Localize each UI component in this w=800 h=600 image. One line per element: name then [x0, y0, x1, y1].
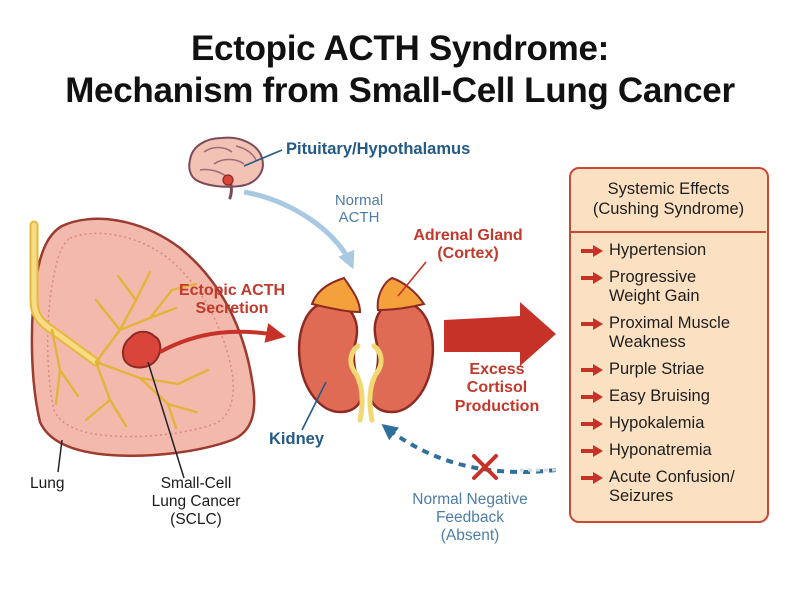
- effect-line-1: Hyponatremia: [609, 441, 712, 459]
- negative-feedback-label: Normal Negative Feedback (Absent): [402, 491, 538, 544]
- effect-line-1: Progressive: [609, 268, 697, 286]
- effect-line-2: Seizures: [609, 487, 674, 505]
- arrow-right-icon: [581, 472, 603, 484]
- excess-cortisol-label: Excess Cortisol Production: [448, 361, 546, 416]
- excess-line-2: Cortisol: [466, 379, 528, 397]
- normal-acth-arrow: [243, 189, 355, 270]
- normal-acth-line-1: Normal: [334, 192, 384, 209]
- effect-text: Hypokalemia: [609, 414, 763, 433]
- effect-item-2: Progressive Weight Gain: [581, 268, 763, 306]
- effect-item-6: Hypokalemia: [581, 414, 763, 433]
- adrenal-gland-label: Adrenal Gland (Cortex): [407, 227, 529, 264]
- effect-item-1: Hypertension: [581, 241, 763, 260]
- effect-line-1: Easy Bruising: [609, 387, 710, 405]
- right-adrenal-gland: [376, 276, 426, 312]
- arrow-right-icon: [581, 418, 603, 430]
- sclc-label: Small-Cell Lung Cancer (SCLC): [146, 475, 246, 528]
- kidney-label: Kidney: [269, 430, 325, 448]
- normal-acth-line-2: ACTH: [338, 209, 380, 227]
- effect-text: Acute Confusion/ Seizures: [609, 468, 763, 506]
- effects-divider: [571, 231, 766, 233]
- effects-title-line-2: (Cushing Syndrome): [592, 200, 745, 218]
- systemic-effects-title: Systemic Effects (Cushing Syndrome): [571, 179, 766, 219]
- adrenal-line-2: (Cortex): [437, 245, 499, 263]
- sclc-line-3: (SCLC): [170, 510, 222, 528]
- arrow-right-icon: [581, 318, 603, 330]
- effect-item-5: Easy Bruising: [581, 387, 763, 406]
- effect-text: Hypertension: [609, 241, 763, 260]
- effect-line-1: Purple Striae: [609, 360, 705, 378]
- pituitary-label: Pituitary/Hypothalamus: [286, 140, 471, 158]
- arrow-right-icon: [581, 391, 603, 403]
- left-kidney: [297, 300, 365, 423]
- effect-line-1: Hypertension: [609, 241, 707, 259]
- diagram-title: Ectopic ACTH Syndrome: Mechanism from Sm…: [0, 28, 800, 112]
- sclc-leader-line: [147, 361, 185, 479]
- lung-illustration: [29, 217, 256, 458]
- effect-text: Easy Bruising: [609, 387, 763, 406]
- feedback-line-3: (Absent): [440, 526, 500, 544]
- effect-item-8: Acute Confusion/ Seizures: [581, 468, 763, 506]
- ectopic-acth-label: Ectopic ACTH Secretion: [170, 282, 294, 319]
- effect-text: Hyponatremia: [609, 441, 763, 460]
- excess-line-3: Production: [454, 397, 540, 415]
- arrow-right-icon: [581, 445, 603, 457]
- excess-cortisol-arrow: [444, 302, 556, 366]
- effect-line-1: Proximal Muscle: [609, 314, 731, 332]
- lung-label: Lung: [30, 475, 65, 492]
- adrenal-leader-line: [397, 261, 427, 297]
- effect-line-1: Acute Confusion/: [609, 468, 735, 486]
- effect-item-7: Hyponatremia: [581, 441, 763, 460]
- brain-icon: [188, 136, 264, 200]
- negative-feedback-arrow: [381, 424, 557, 474]
- effects-title-line-1: Systemic Effects: [607, 180, 730, 198]
- kidney-leader-line: [301, 381, 327, 431]
- right-kidney: [367, 300, 435, 423]
- feedback-line-1: Normal Negative: [412, 491, 528, 508]
- systemic-effects-box: Systemic Effects (Cushing Syndrome) Hype…: [569, 167, 769, 523]
- lung-leader-line: [57, 439, 63, 473]
- ectopic-acth-arrow: [159, 323, 286, 354]
- ectopic-line-2: Secretion: [195, 300, 269, 318]
- effect-line-2: Weight Gain: [609, 287, 700, 305]
- blocked-x-icon: [472, 454, 498, 480]
- effect-line-1: Hypokalemia: [609, 414, 705, 432]
- excess-line-1: Excess: [469, 361, 525, 378]
- adrenal-line-1: Adrenal Gland: [413, 227, 523, 244]
- sclc-line-2: Lung Cancer: [151, 492, 241, 510]
- effect-line-2: Weakness: [609, 333, 686, 351]
- arrow-right-icon: [581, 272, 603, 284]
- title-line-1: Ectopic ACTH Syndrome:: [191, 29, 609, 68]
- effect-text: Proximal Muscle Weakness: [609, 314, 763, 352]
- feedback-line-2: Feedback: [435, 508, 505, 526]
- normal-acth-label: Normal ACTH: [331, 192, 387, 227]
- left-adrenal-gland: [310, 276, 362, 314]
- effect-text: Purple Striae: [609, 360, 763, 379]
- pituitary-leader-line: [243, 149, 283, 167]
- sclc-line-1: Small-Cell: [160, 475, 232, 492]
- arrow-right-icon: [581, 245, 603, 257]
- title-line-2: Mechanism from Small-Cell Lung Cancer: [65, 71, 735, 110]
- effect-text: Progressive Weight Gain: [609, 268, 763, 306]
- effect-item-3: Proximal Muscle Weakness: [581, 314, 763, 352]
- arrow-right-icon: [581, 364, 603, 376]
- effects-list: Hypertension Progressive Weight Gain Pro…: [581, 241, 763, 514]
- ectopic-line-1: Ectopic ACTH: [178, 282, 286, 299]
- effect-item-4: Purple Striae: [581, 360, 763, 379]
